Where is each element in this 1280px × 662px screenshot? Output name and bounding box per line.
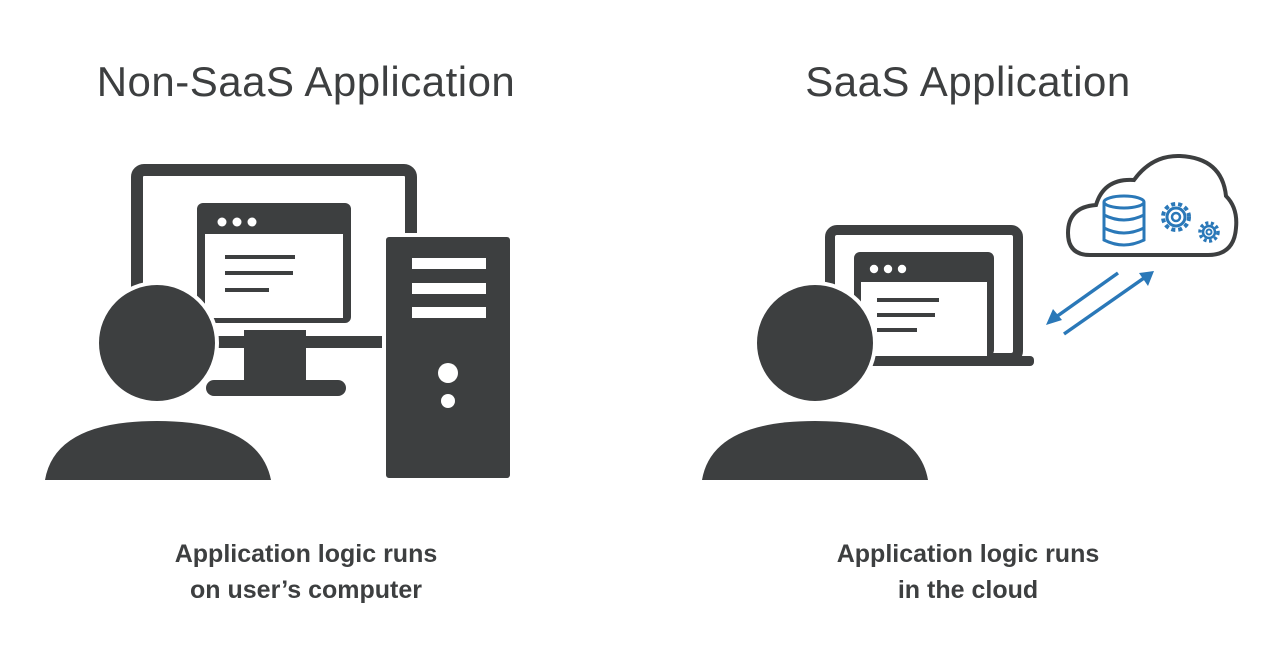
database-icon — [1102, 194, 1146, 247]
saas-caption-line1: Application logic runs — [836, 540, 1100, 568]
non-saas-caption-line1: Application logic runs — [174, 540, 438, 568]
saas-caption: Application logic runs in the cloud — [758, 536, 1178, 608]
sync-arrows-icon — [1046, 271, 1154, 336]
gear-icon — [1198, 221, 1220, 243]
user-icon — [45, 281, 271, 480]
app-window-icon — [854, 252, 994, 356]
non-saas-caption-line2: on user’s computer — [190, 576, 422, 604]
non-saas-title: Non-SaaS Application — [96, 58, 516, 105]
user-icon — [702, 281, 928, 480]
pc-tower-icon — [382, 233, 514, 482]
gear-icon — [1161, 202, 1191, 232]
app-window-icon — [197, 203, 351, 323]
saas-title: SaaS Application — [805, 58, 1131, 105]
non-saas-caption: Application logic runs on user’s compute… — [96, 536, 516, 608]
saas-caption-line2: in the cloud — [897, 576, 1039, 604]
